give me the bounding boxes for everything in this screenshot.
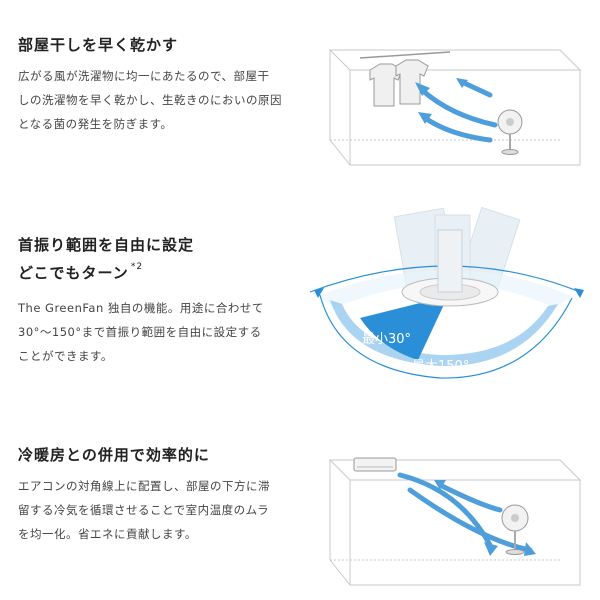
shirt-icon (369, 59, 429, 107)
max-angle-label: 最大150° (412, 359, 469, 374)
min-angle-label: 最小30° (362, 332, 411, 347)
air-conditioner-icon (353, 457, 397, 472)
footnote-mark: *2 (130, 262, 144, 272)
min-range-wedge (360, 296, 448, 360)
fan-icon (497, 109, 523, 155)
section-drying-heading: 部屋干しを早く乾かす (18, 36, 179, 54)
section-aircon-heading: 冷暖房との併用で効率的に (18, 446, 210, 464)
section-drying-body: 広がる風が洗濯物に均一にあたるので、部屋干 しの洗濯物を早く乾かし、生乾きのにお… (18, 69, 282, 131)
fan-head-icon (401, 229, 499, 307)
circulation-arrows (397, 472, 533, 553)
fan-icon (501, 504, 529, 555)
oscillation-illustration: 最小30° 最大150° (309, 206, 584, 379)
aircon-room-illustration (328, 457, 582, 586)
airflow-arrows (419, 79, 498, 143)
max-range-arc (318, 270, 572, 308)
drying-room-illustration (328, 49, 582, 166)
section-oscillation-subheading: どこでもターン*2 (18, 262, 144, 282)
section-oscillation-body: The GreenFan 独自の機能。用途に合わせて 30°～150°まで首振り… (18, 301, 264, 363)
range-band (330, 300, 558, 367)
section-drying: 部屋干しを早く乾かす 広がる風が洗濯物に均一にあたるので、部屋干 しの洗濯物を早… (0, 0, 600, 200)
section-aircon-body: エアコンの対角線上に配置し、部屋の下方に滞 留する冷気を循環させることで室内温度… (18, 479, 270, 541)
section-oscillation: 首振り範囲を自由に設定 どこでもターン*2 The GreenFan 独自の機能… (0, 200, 600, 400)
section-aircon: 冷暖房との併用で効率的に エアコンの対角線上に配置し、部屋の下方に滞 留する冷気… (0, 400, 600, 600)
section-oscillation-heading: 首振り範囲を自由に設定 (18, 236, 195, 254)
